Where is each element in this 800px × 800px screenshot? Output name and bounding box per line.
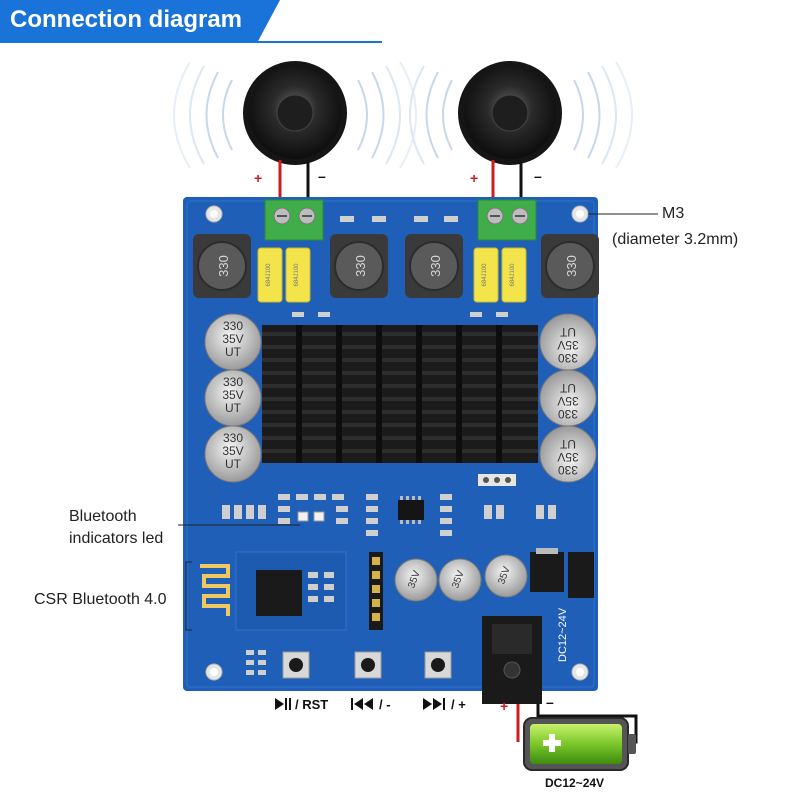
bluetooth-led-label-2: indicators led [69,530,164,547]
svg-text:UT: UT [225,401,242,415]
svg-text:330: 330 [558,351,578,365]
previous-icon [351,698,373,710]
svg-text:35V: 35V [222,388,243,402]
dc-power-jack [482,616,542,704]
bluetooth-indicator-leds [297,511,325,522]
smd-components-top [292,216,508,317]
film-capacitors: 684J100 684J100 684J100 684J100 [257,247,527,303]
svg-text:684J100: 684J100 [510,263,516,287]
speaker-right [458,61,562,165]
programming-pins [369,552,383,630]
speaker-left-plus: + [254,170,263,186]
svg-text:35V: 35V [557,394,578,408]
svg-text:UT: UT [559,325,576,339]
svg-text:330: 330 [558,407,578,421]
board-dc-label: DC12~24V [557,607,569,662]
svg-text:330: 330 [223,431,243,445]
battery-icon [523,717,636,771]
speaker-terminal-right [477,199,537,241]
m3-diameter-label: (diameter 3.2mm) [612,231,739,248]
svg-text:UT: UT [559,437,576,451]
svg-text:35V: 35V [222,444,243,458]
speaker-terminal-left [264,199,324,241]
svg-text:330: 330 [223,375,243,389]
svg-text:684J100: 684J100 [482,263,488,287]
mounting-holes [205,205,589,681]
page-title: Connection diagram [10,6,243,33]
svg-text:330: 330 [564,255,579,277]
electrolytic-capacitors-left: 330 35V UT 330 35V UT 330 35V UT [204,313,262,483]
speaker-left [243,61,347,165]
pin-header [478,474,516,486]
svg-text:330: 330 [216,255,231,277]
voltage-regulator [530,548,594,598]
tact-buttons [282,651,452,679]
title-underline [0,41,382,43]
play-pause-icon [275,698,291,710]
status-leds-bottom-left [246,650,266,675]
csr-bluetooth-label: CSR Bluetooth 4.0 [34,591,167,608]
battery-voltage-label: DC12~24V [545,776,605,790]
callout-lines [178,213,658,631]
inductors: 330 330 330 330 [193,234,599,298]
speaker-right-plus: + [470,170,479,186]
svg-text:UT: UT [559,381,576,395]
sound-waves-left [173,61,417,169]
svg-text:684J100: 684J100 [294,263,300,287]
svg-text:330: 330 [353,255,368,277]
svg-text:330: 330 [223,319,243,333]
sound-waves-right [409,61,633,169]
speaker-right-minus: – [534,168,542,184]
next-icon [423,698,445,710]
m3-label: M3 [662,205,685,222]
next-plus-label: / + [451,697,466,712]
svg-text:UT: UT [225,457,242,471]
speaker-left-minus: – [318,168,326,184]
svg-text:35V: 35V [557,338,578,352]
svg-text:330: 330 [558,463,578,477]
csr-bluetooth-module [200,551,347,631]
power-minus: – [546,694,554,710]
heatsink [262,325,538,463]
title-banner [0,0,280,42]
prev-minus-label: / - [379,697,391,712]
electrolytic-capacitors-right: 330 35V UT 330 35V UT 330 35V UT [539,313,597,483]
power-plus: + [500,698,509,714]
svg-text:35V: 35V [222,332,243,346]
amplifier-ic [398,496,424,524]
bluetooth-led-label-1: Bluetooth [69,508,137,525]
play-rst-label: / RST [295,697,329,712]
svg-text:684J100: 684J100 [266,263,272,287]
svg-text:330: 330 [428,255,443,277]
svg-text:35V: 35V [557,450,578,464]
svg-text:UT: UT [225,345,242,359]
small-electrolytic-capacitors: 35V 35V 35V [394,554,528,602]
smd-components-middle [222,494,556,536]
